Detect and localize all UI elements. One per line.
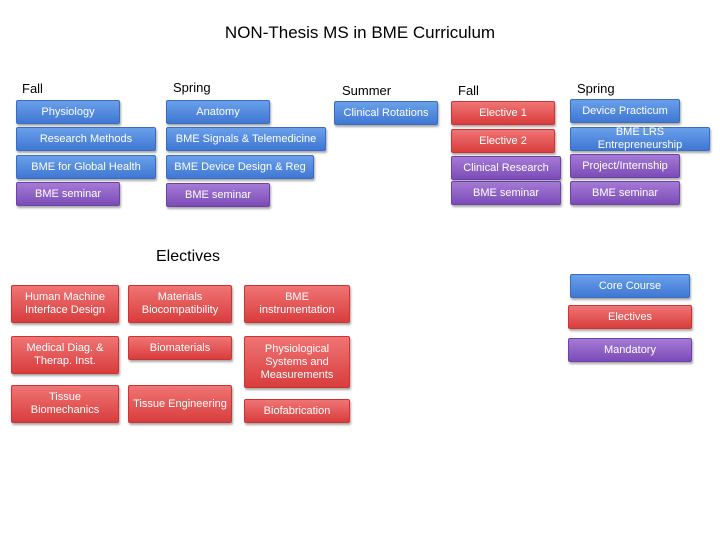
elective-biofabrication: Biofabrication <box>244 399 350 423</box>
elective-materials-biocompatibility: Materials Biocompatibility <box>128 285 232 323</box>
course-bme-seminar-spring-2: BME seminar <box>570 181 680 205</box>
electives-heading: Electives <box>156 248 221 265</box>
course-clinical-research: Clinical Research <box>451 156 561 180</box>
course-bme-lrs-entrepreneurship: BME LRS Entrepreneurship <box>570 126 710 151</box>
term-heading-spring-1: Spring <box>173 80 211 95</box>
page-title: NON-Thesis MS in BME Curriculum <box>224 23 496 42</box>
course-bme-device-design: BME Device Design & Reg <box>166 155 314 179</box>
course-clinical-rotations: Clinical Rotations <box>334 101 438 125</box>
legend-electives: Electives <box>568 305 692 329</box>
elective-physiological-systems: Physiological Systems and Measurements <box>244 336 350 388</box>
elective-tissue-engineering: Tissue Engineering <box>128 385 232 423</box>
course-bme-seminar-fall-2: BME seminar <box>451 181 561 205</box>
term-heading-spring-2: Spring <box>577 81 615 96</box>
term-heading-summer: Summer <box>342 83 392 98</box>
legend-mandatory: Mandatory <box>568 338 692 362</box>
course-anatomy: Anatomy <box>166 100 270 124</box>
course-device-practicum: Device Practicum <box>570 99 680 123</box>
course-research-methods: Research Methods <box>16 127 156 151</box>
course-bme-signals-telemedicine: BME Signals & Telemedicine <box>166 127 326 151</box>
elective-tissue-biomechanics: Tissue Biomechanics <box>11 385 119 423</box>
legend-core-course: Core Course <box>570 274 690 298</box>
course-physiology: Physiology <box>16 100 120 124</box>
course-elective-1: Elective 1 <box>451 101 555 125</box>
course-project-internship: Project/Internship <box>570 154 680 178</box>
course-bme-seminar-fall-1: BME seminar <box>16 182 120 206</box>
elective-biomaterials: Biomaterials <box>128 336 232 360</box>
course-bme-seminar-spring-1: BME seminar <box>166 183 270 207</box>
elective-human-machine-interface: Human Machine Interface Design <box>11 285 119 323</box>
term-heading-fall-2: Fall <box>458 83 479 98</box>
term-heading-fall-1: Fall <box>22 81 43 96</box>
elective-bme-instrumentation: BME instrumentation <box>244 285 350 323</box>
elective-medical-diag: Medical Diag. & Therap. Inst. <box>11 336 119 374</box>
course-bme-global-health: BME for Global Health <box>16 155 156 179</box>
course-elective-2: Elective 2 <box>451 129 555 153</box>
